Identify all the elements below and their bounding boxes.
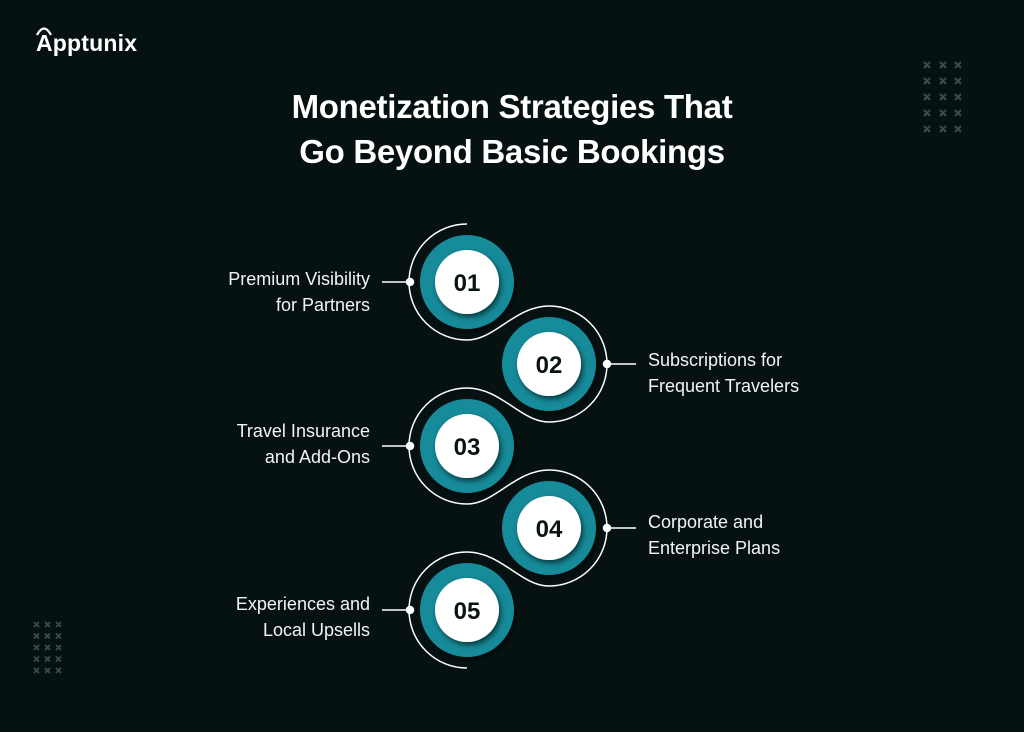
page-title: Monetization Strategies That Go Beyond B… <box>0 84 1024 174</box>
step-number-04: 04 <box>536 516 563 543</box>
step-label-04: Corporate and Enterprise Plans <box>648 509 780 561</box>
x-pattern-icon <box>918 58 968 138</box>
x-pattern-icon <box>30 618 70 678</box>
apptunix-arc-icon <box>36 27 52 36</box>
title-line-2: Go Beyond Basic Bookings <box>299 133 725 170</box>
step-label-line: Local Upsells <box>262 620 370 640</box>
step-number-01: 01 <box>454 270 481 297</box>
step-number-02: 02 <box>536 352 563 379</box>
step-label-line: Enterprise Plans <box>648 538 781 558</box>
step-circle-01 <box>420 235 514 329</box>
step-circle-05 <box>420 563 514 657</box>
step-number-05: 05 <box>454 598 481 625</box>
step-circle-03 <box>420 399 514 493</box>
step-label-02: Subscriptions for Frequent Travelers <box>648 347 799 399</box>
title-line-1: Monetization Strategies That <box>291 88 733 125</box>
step-label-line: Premium Visibility <box>228 269 370 289</box>
step-label-line: Subscriptions for <box>648 350 783 370</box>
brand-logo: Apptunix <box>36 30 138 56</box>
step-circle-04 <box>502 481 596 575</box>
step-label-line: for Partners <box>275 295 370 315</box>
step-label-line: Corporate and <box>648 512 764 532</box>
step-circle-02 <box>502 317 596 411</box>
step-number-03: 03 <box>454 434 481 461</box>
step-label-line: Frequent Travelers <box>648 376 800 396</box>
step-label-line: and Add-Ons <box>264 447 370 467</box>
step-label-05: Experiences and Local Upsells <box>236 591 370 643</box>
step-label-line: Experiences and <box>235 594 370 614</box>
step-label-03: Travel Insurance and Add-Ons <box>237 418 370 470</box>
step-label-line: Travel Insurance <box>236 421 370 441</box>
step-label-01: Premium Visibility for Partners <box>228 266 370 318</box>
